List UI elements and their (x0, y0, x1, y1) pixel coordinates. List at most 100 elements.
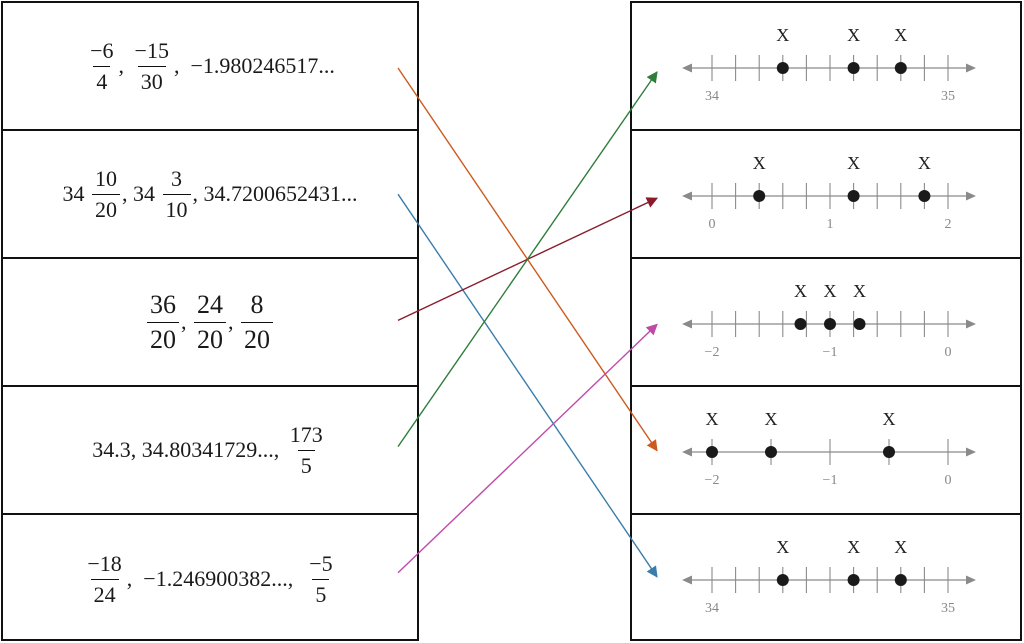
x-mark-label: X (776, 25, 789, 45)
axis-arrow-left-icon (682, 63, 692, 73)
axis-arrow-right-icon (966, 63, 976, 73)
denominator: 5 (312, 578, 330, 606)
expression-text: , (228, 309, 239, 334)
plotted-point (853, 318, 866, 330)
plotted-point (847, 574, 860, 586)
axis-arrow-left-icon (682, 447, 692, 457)
axis-arrow-right-icon (966, 575, 976, 585)
number-line: 34 35 X X X (682, 537, 976, 616)
denominator: 10 (162, 193, 191, 221)
axis-arrow-left-icon (682, 575, 692, 585)
plotted-point (824, 318, 836, 330)
tick-label: −1 (823, 345, 838, 360)
tick-label: 35 (941, 601, 955, 616)
x-mark-label: X (765, 409, 778, 429)
numerator: 24 (197, 289, 223, 319)
numerator: 3 (171, 165, 182, 191)
expression-text: , −1.246900382..., (126, 566, 305, 591)
number-line-row-5[interactable]: 34 35 X X X (632, 515, 1020, 643)
plotted-point (765, 446, 777, 458)
expression-text: , 34.7200652431... (192, 181, 358, 206)
numerator: 10 (95, 165, 117, 191)
x-mark-label: X (847, 153, 860, 173)
numerator: −6 (90, 37, 114, 63)
plotted-point (753, 190, 766, 202)
number-line-row-1[interactable]: 34 35 X X X (632, 3, 1020, 131)
numerator: 173 (289, 421, 323, 447)
axis-arrow-left-icon (682, 319, 692, 329)
tick-label: 2 (945, 217, 952, 232)
tick-label: −1 (823, 473, 838, 488)
plotted-point (776, 62, 789, 74)
x-mark-label: X (894, 537, 907, 557)
plotted-point (894, 574, 907, 586)
connector-arrow (397, 71, 658, 447)
x-mark-label: X (706, 409, 719, 429)
tick-label: 34 (705, 89, 719, 104)
axis-arrow-right-icon (966, 447, 976, 457)
tick-label: 0 (709, 217, 716, 232)
tick-label: 34 (705, 601, 719, 616)
x-mark-label: X (853, 281, 866, 301)
expression-text: , (181, 309, 192, 334)
x-mark-label: X (847, 537, 860, 557)
tick-label: 1 (827, 217, 834, 232)
number-line: 34 35 X X X (682, 25, 976, 104)
x-mark-label: X (847, 25, 860, 45)
expression-text: , 34 (122, 181, 161, 206)
expression-text: 34.3, 34.80341729..., (92, 437, 285, 462)
denominator: 20 (194, 321, 226, 353)
expression-text: 34 (62, 181, 90, 206)
numerator: 36 (150, 289, 176, 319)
tick-label: 0 (945, 473, 952, 488)
denominator: 24 (90, 578, 119, 606)
numerator: −18 (87, 550, 122, 576)
x-mark-label: X (894, 25, 907, 45)
plotted-point (918, 190, 931, 202)
plotted-point (883, 446, 895, 458)
denominator: 5 (297, 449, 315, 477)
denominator: 30 (137, 65, 166, 93)
denominator: 20 (147, 321, 179, 353)
expression-text: , (118, 53, 130, 78)
plotted-point (706, 446, 718, 458)
tick-label: −2 (705, 345, 720, 360)
plotted-point (847, 62, 860, 74)
connector-arrow (397, 193, 658, 578)
axis-arrow-right-icon (966, 319, 976, 329)
x-mark-label: X (776, 537, 789, 557)
tick-label: 35 (941, 89, 955, 104)
axis-arrow-left-icon (682, 191, 692, 201)
x-mark-label: X (918, 153, 931, 173)
expression-text: , −1.980246517... (173, 53, 335, 78)
numerator: 8 (250, 289, 264, 319)
